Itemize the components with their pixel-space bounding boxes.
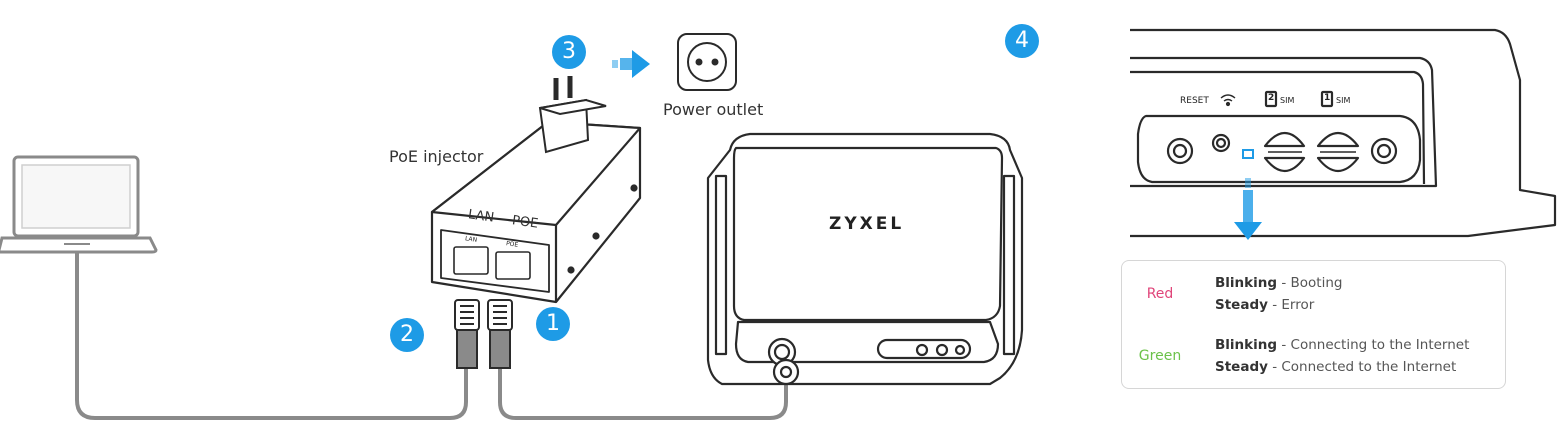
power-outlet-label: Power outlet [663,100,764,119]
sim1-number: 1 [1324,93,1331,103]
legend-desc: Error [1281,297,1315,313]
sim1-label: SIM [1336,96,1351,105]
poe-injector-icon [430,120,642,304]
legend-sep: - [1267,297,1282,313]
arrow-right-icon [612,50,650,78]
legend-red-line-2: Steady - Error [1215,297,1314,313]
legend-red-line-1: Blinking - Booting [1215,275,1342,291]
step-badge-3: 3 [552,35,586,69]
step-badge-1: 1 [536,307,570,341]
sim2-label: SIM [1280,96,1295,105]
led-indicator-icon [1242,149,1254,159]
router-brand-logo: ZYXEL [829,214,905,234]
legend-green-line-2: Steady - Connected to the Internet [1215,359,1456,375]
poe-injector-label: PoE injector [389,147,484,166]
cable-laptop-to-injector [75,250,468,420]
legend-desc: Connected to the Internet [1281,359,1457,375]
led-legend-box: Red Blinking - Booting Steady - Error Gr… [1121,260,1506,389]
step-badge-2: 2 [390,318,424,352]
step-badge-4: 4 [1005,24,1039,58]
laptop-icon [0,155,158,254]
legend-state: Blinking [1215,337,1278,353]
power-plug-icon [538,76,607,154]
legend-green-line-1: Blinking - Connecting to the Internet [1215,337,1469,353]
router-detail-view [1130,28,1557,238]
legend-desc: Booting [1290,275,1343,291]
legend-sep: - [1277,275,1291,291]
power-outlet-icon [677,33,737,91]
legend-color-green: Green [1138,348,1182,364]
legend-color-red: Red [1146,286,1174,302]
port-lan-label: LAN [464,235,478,244]
cable-injector-to-router [498,368,788,420]
legend-sep: - [1277,337,1291,353]
ethernet-connector-icon [454,299,480,369]
router-icon [706,132,1024,386]
arrow-down-icon [1234,178,1262,240]
legend-state: Steady [1215,297,1268,313]
legend-sep: - [1267,359,1282,375]
sim2-number: 2 [1268,93,1275,103]
legend-state: Blinking [1215,275,1278,291]
ethernet-connector-icon [487,299,513,369]
port-poe-label: POE [505,240,519,249]
legend-state: Steady [1215,359,1268,375]
reset-label: RESET [1180,96,1209,106]
wifi-icon [1220,94,1236,107]
legend-desc: Connecting to the Internet [1290,337,1470,353]
